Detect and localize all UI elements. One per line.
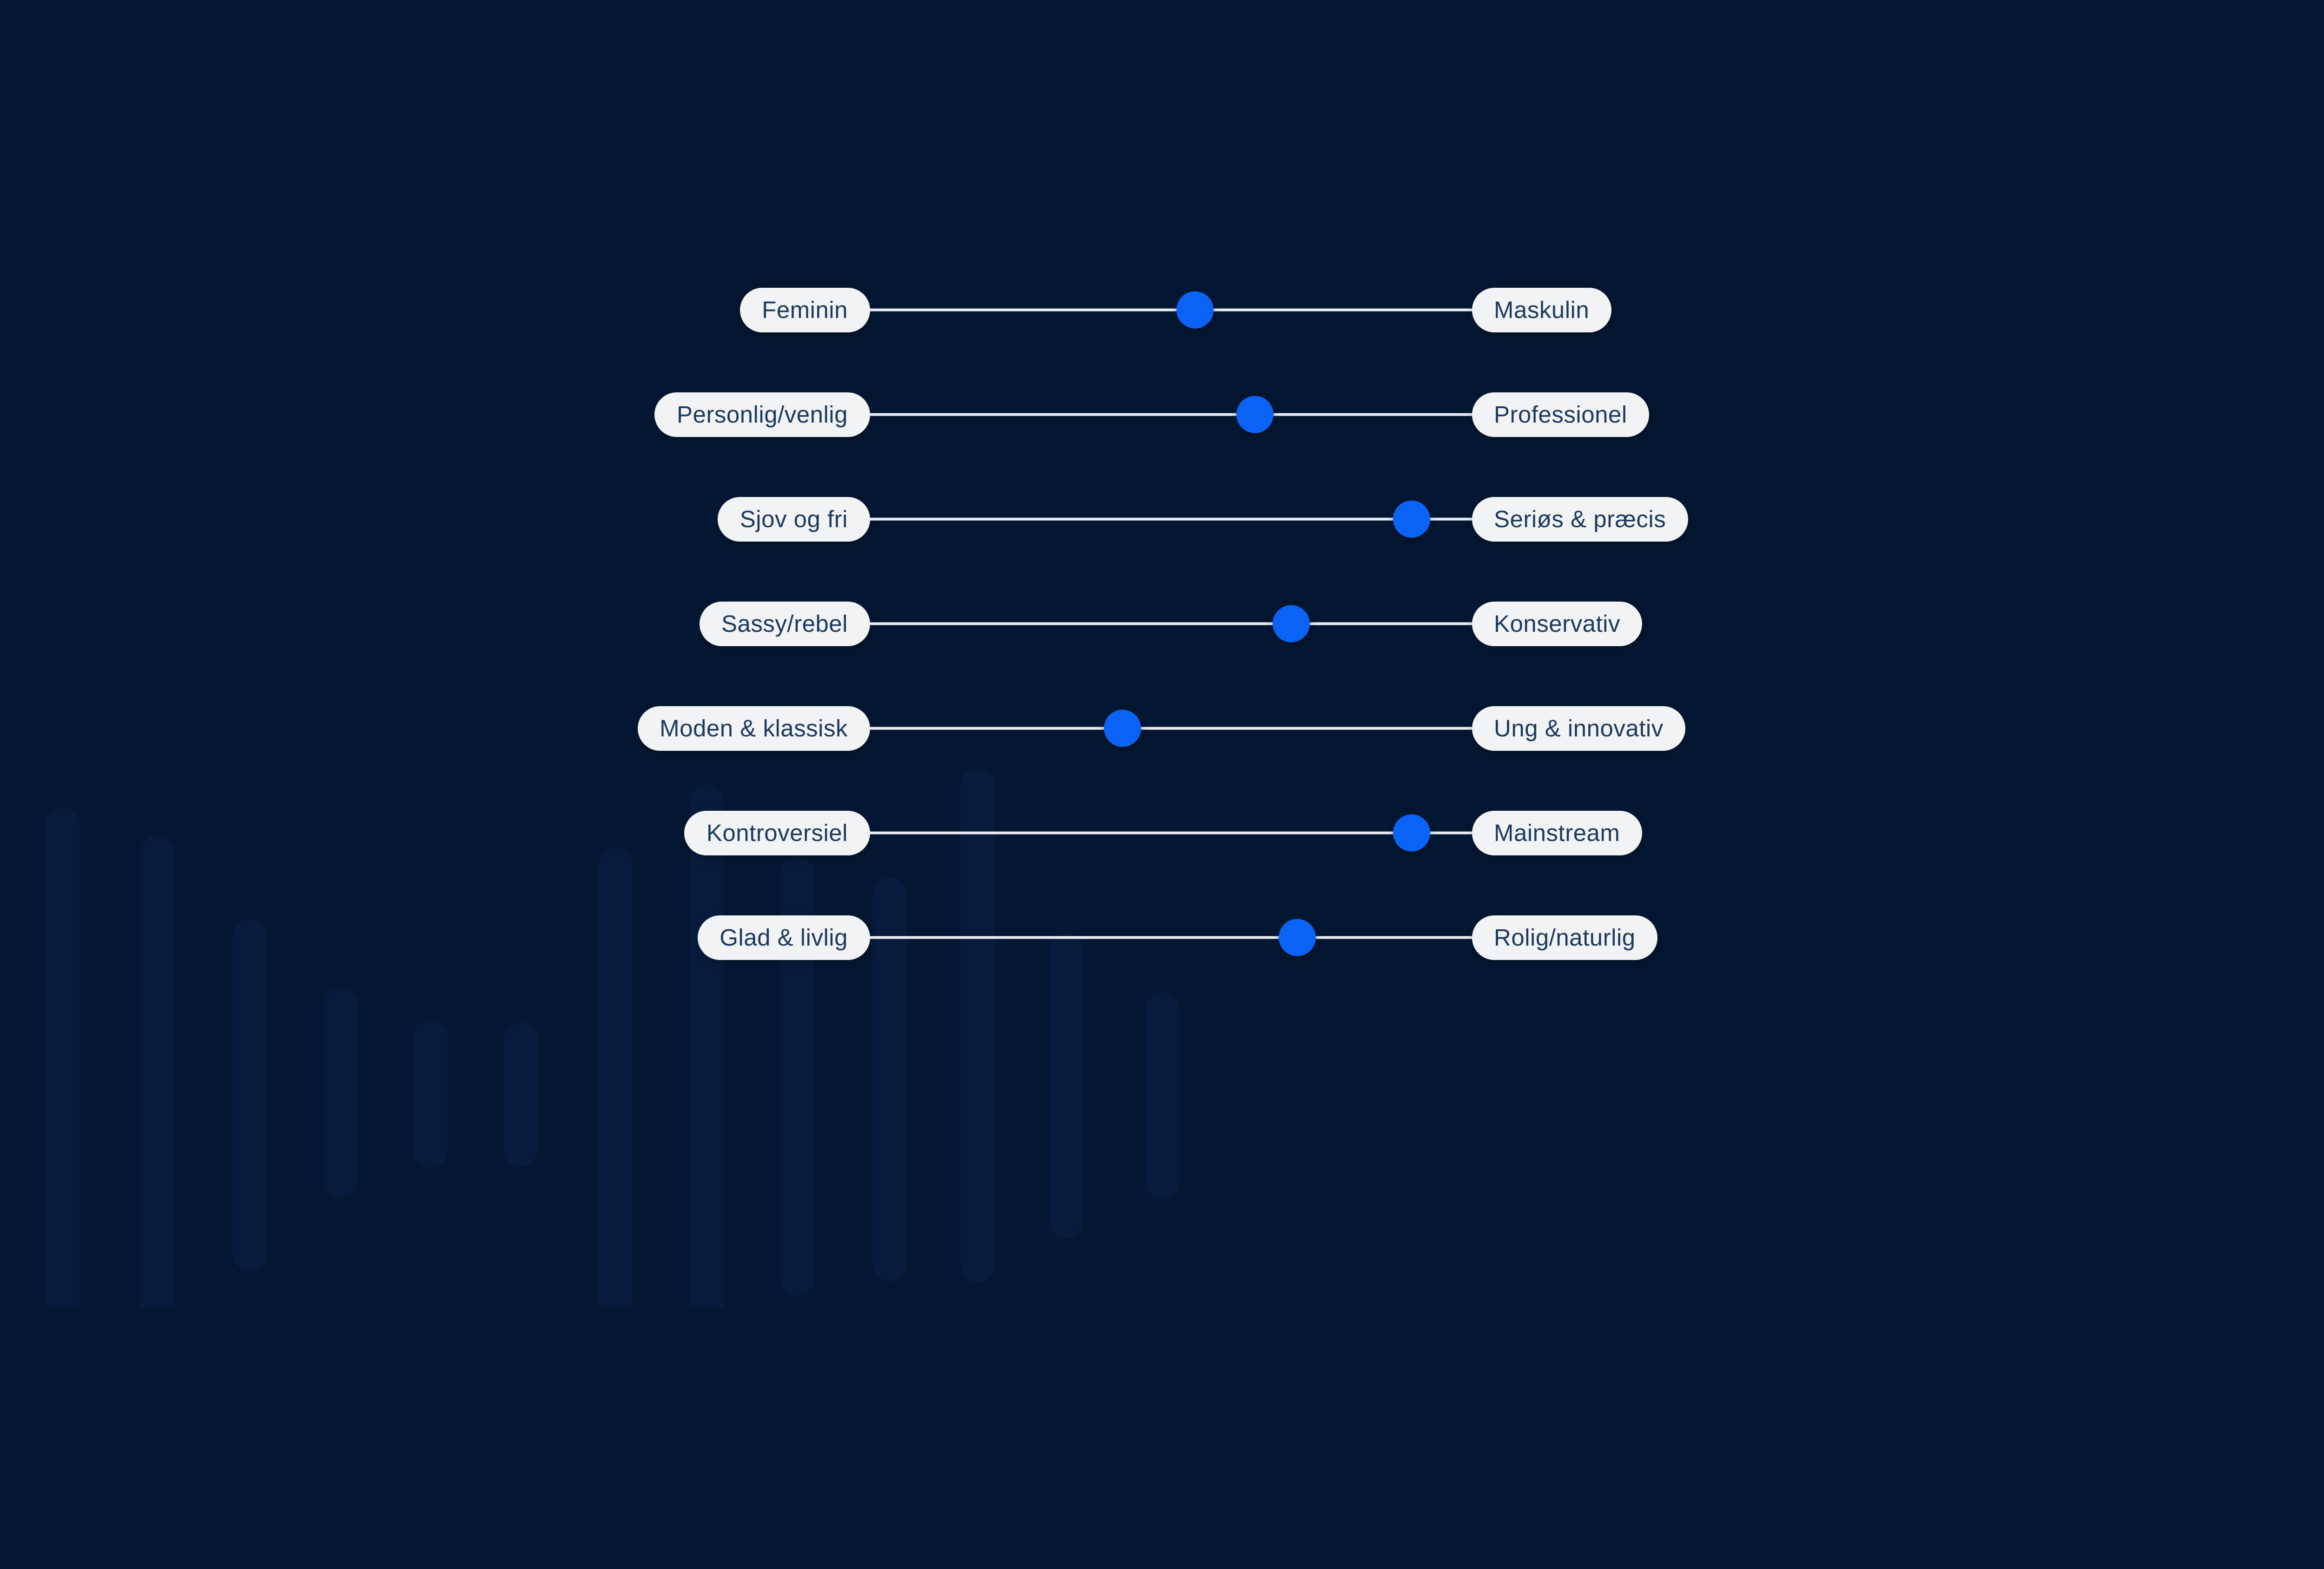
- slider-handle[interactable]: [1176, 291, 1214, 329]
- right-label-pill: Ung & innovativ: [1472, 706, 1686, 751]
- right-label-pill: Seriøs & præcis: [1472, 497, 1688, 542]
- slider-handle[interactable]: [1236, 396, 1274, 433]
- slider-track[interactable]: [870, 500, 1472, 538]
- slider-track[interactable]: [870, 709, 1472, 747]
- right-label-pill: Konservativ: [1472, 601, 1643, 646]
- left-label-pill: Personlig/venlig: [654, 392, 870, 437]
- left-label-pill: Sjov og fri: [718, 497, 870, 542]
- equalizer-bar: [140, 835, 175, 1308]
- equalizer-bar: [324, 988, 358, 1198]
- left-label-pill: Sassy/rebel: [699, 601, 870, 646]
- slider-track[interactable]: [870, 919, 1472, 956]
- right-label-pill: Rolig/naturlig: [1472, 915, 1658, 960]
- slider-track[interactable]: [870, 814, 1472, 852]
- slider-handle[interactable]: [1104, 709, 1142, 747]
- equalizer-bar: [690, 784, 724, 1308]
- equalizer-bar: [960, 768, 995, 1283]
- right-label-pill: Mainstream: [1472, 810, 1642, 855]
- left-label-pill: Feminin: [739, 287, 870, 332]
- slider-handle[interactable]: [1393, 500, 1430, 538]
- slider-track[interactable]: [870, 605, 1472, 642]
- equalizer-bar: [872, 877, 907, 1282]
- equalizer-bar: [46, 808, 80, 1308]
- slider-handle[interactable]: [1273, 605, 1310, 642]
- equalizer-bar: [1049, 933, 1083, 1238]
- slider-track[interactable]: [870, 291, 1472, 329]
- left-label-pill: Moden & klassisk: [637, 706, 870, 751]
- right-label-pill: Professionel: [1472, 392, 1650, 437]
- equalizer-bar: [233, 919, 267, 1271]
- left-label-pill: Glad & livlig: [697, 915, 870, 960]
- equalizer-bar: [504, 1022, 538, 1166]
- equalizer-bar: [414, 1020, 448, 1168]
- right-label-pill: Maskulin: [1472, 287, 1611, 332]
- equalizer-bar: [1146, 992, 1180, 1199]
- equalizer-bar: [598, 847, 633, 1308]
- slider-handle[interactable]: [1278, 919, 1316, 956]
- left-label-pill: Kontroversiel: [684, 810, 870, 855]
- slider-handle[interactable]: [1393, 814, 1430, 852]
- slider-track[interactable]: [870, 396, 1472, 433]
